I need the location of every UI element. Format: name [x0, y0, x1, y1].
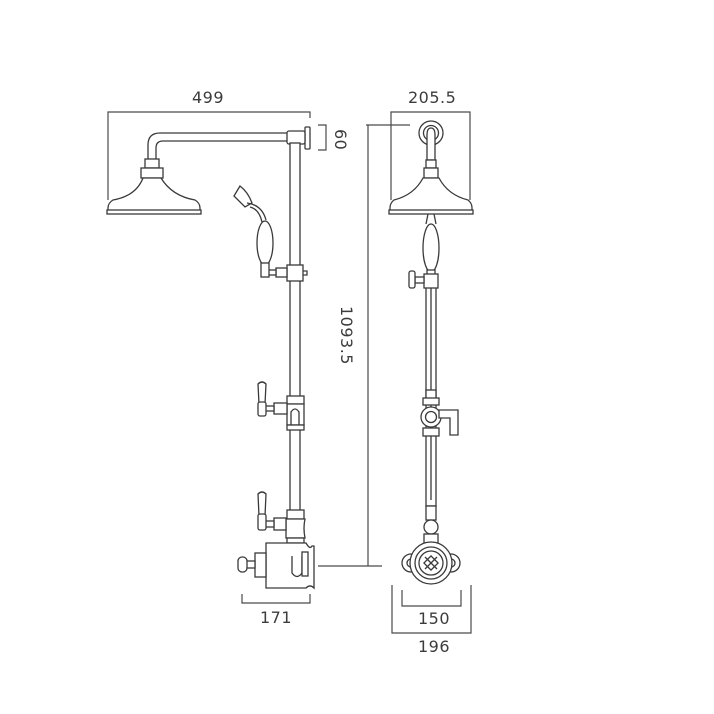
- dim-label-205-5: 205.5: [408, 88, 457, 107]
- rain-shower-head: [107, 177, 201, 213]
- dim-205-bracket: [390, 111, 471, 200]
- cross-handle-icon: [424, 556, 438, 570]
- flow-lever: [257, 491, 267, 517]
- dim-60-bracket: [318, 124, 327, 151]
- dim-499-bracket: [107, 111, 311, 200]
- hand-shower-handle-front: [422, 223, 440, 273]
- holder-knob: [408, 270, 416, 289]
- rain-shower-head-front: [389, 177, 473, 213]
- hand-shower-head: [233, 185, 253, 208]
- temperature-knob: [237, 556, 248, 573]
- front-view: [388, 111, 474, 634]
- dim-196-bracket: [391, 585, 472, 634]
- dim-171-bracket: [241, 594, 311, 604]
- dim-label-196: 196: [418, 637, 451, 656]
- dim-label-60: 60: [331, 129, 350, 151]
- wall-plate: [304, 126, 311, 150]
- height-dimension: [318, 124, 410, 567]
- arm-fitting: [286, 130, 306, 145]
- dim-label-150: 150: [418, 609, 451, 628]
- riser-pipe: [289, 142, 301, 514]
- dim-label-1093-5: 1093.5: [337, 306, 356, 365]
- dim-label-499: 499: [192, 88, 225, 107]
- hand-shower-handle: [256, 220, 274, 266]
- dim-150-bracket: [401, 590, 462, 607]
- diverter-outlet-front: [438, 409, 459, 436]
- side-view: [106, 111, 327, 604]
- dim-label-171: 171: [260, 608, 293, 627]
- diverter-lever: [257, 381, 267, 405]
